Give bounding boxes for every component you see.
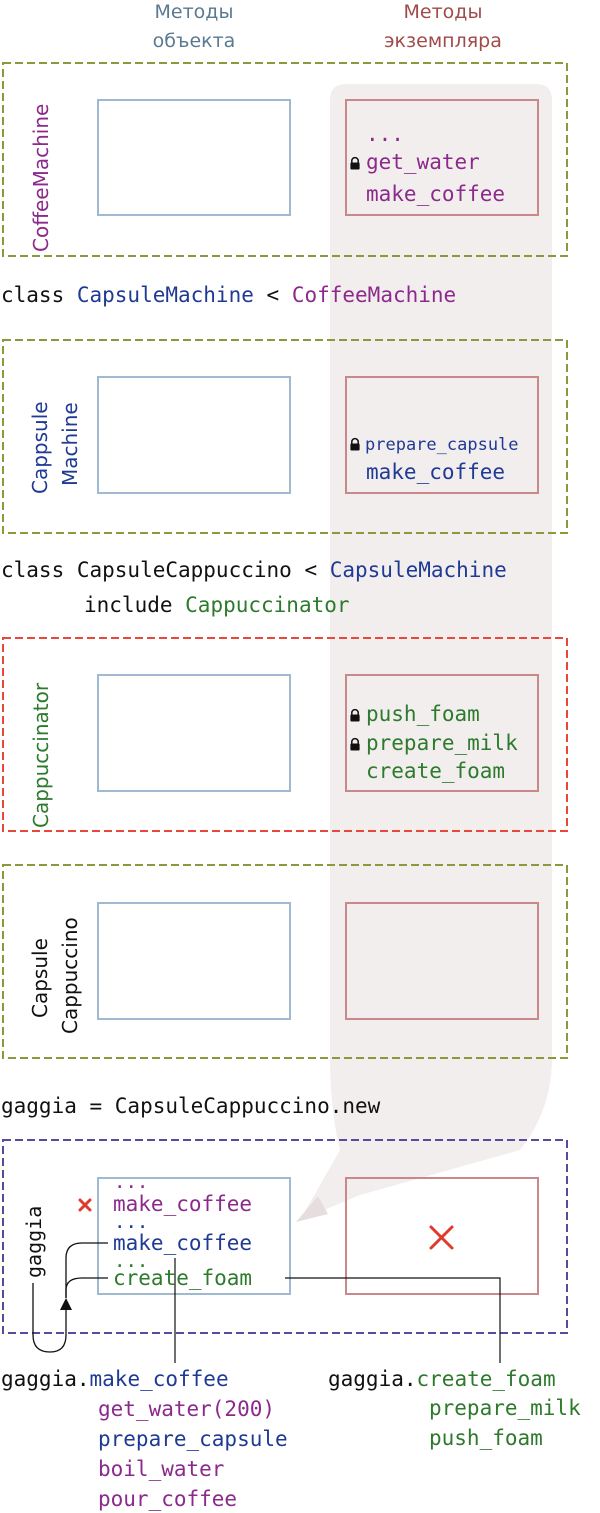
call-get-water: get_water(200): [98, 1397, 275, 1421]
decl-capsule-cappuccino: class CapsuleCappuccino < CapsuleMachine: [1, 558, 507, 582]
decl-capsule-machine: class CapsuleMachine < CoffeeMachine: [1, 283, 456, 307]
call-method: make_coffee: [90, 1367, 229, 1391]
call-prepare-capsule: prepare_capsule: [98, 1427, 288, 1451]
overridden-cross-icon: [78, 1198, 92, 1212]
capsule-machine-label-line2: Machine: [58, 402, 82, 486]
capsule-cappuccino-frame: [2, 864, 568, 1059]
gaggia-frame: [2, 1139, 568, 1334]
connector-create-foam: [65, 1277, 108, 1298]
method-make-coffee: make_coffee: [366, 182, 505, 206]
method-prepare-capsule: prepare_capsule: [365, 435, 519, 455]
connector-make-coffee: [65, 1242, 108, 1298]
header-instance-line1: Методы: [404, 1, 483, 23]
method-make-coffee: make_coffee: [366, 460, 505, 484]
call-make-coffee: gaggia.make_coffee: [1, 1367, 229, 1391]
capsule-cappuccino-object-methods-box: [97, 902, 291, 1020]
decl-class-name: CapsuleCappuccino: [77, 558, 292, 582]
decl-parent-name: CoffeeMachine: [292, 283, 456, 307]
coffee-machine-object-methods-box: [97, 99, 291, 216]
decl-keyword: class: [1, 558, 77, 582]
lookup-band-arrow-icon: [296, 1196, 328, 1222]
no-instance-methods-cross-icon: [429, 1225, 454, 1250]
decl-operator: <: [292, 558, 330, 582]
gaggia-ellipsis-purple: ...: [114, 1171, 148, 1193]
method-push-foam: push_foam: [366, 702, 480, 726]
capsule-cappuccino-label-line2: Cappuccino: [58, 917, 82, 1034]
capsule-machine-frame: [2, 339, 568, 534]
decl-keyword: class: [1, 283, 77, 307]
call-push-foam: push_foam: [429, 1426, 543, 1450]
capsule-cappuccino-label-line1: Capsule: [28, 938, 52, 1018]
header-object-line1: Методы: [155, 1, 234, 23]
arrow-icon: [60, 1298, 72, 1310]
call-method: create_foam: [417, 1367, 556, 1391]
method-create-foam: create_foam: [366, 759, 505, 783]
call-boil-water: boil_water: [98, 1457, 224, 1481]
decl-include: include Cappuccinator: [84, 593, 350, 617]
gaggia-instance-methods-box: [345, 1177, 539, 1295]
gaggia-create-foam: create_foam: [113, 1266, 252, 1290]
call-receiver: gaggia.: [1, 1367, 90, 1391]
cappuccinator-object-methods-box: [97, 674, 291, 792]
gaggia-make-coffee-overridden: make_coffee: [113, 1192, 252, 1216]
coffee-machine-label: CoffeeMachine: [29, 104, 53, 252]
include-keyword: include: [84, 593, 185, 617]
call-prepare-milk: prepare_milk: [429, 1396, 581, 1420]
leader-create-foam: [285, 1277, 501, 1363]
lookup-band: [300, 84, 552, 1220]
gaggia-ellipsis-green: ...: [114, 1250, 148, 1272]
method-get-water: get_water: [366, 150, 480, 174]
header-object-line2: объекта: [153, 30, 236, 52]
capsule-cappuccino-instance-methods-box: [345, 902, 539, 1020]
capsule-machine-instance-methods-box: [345, 376, 539, 494]
gaggia-make-coffee: make_coffee: [113, 1231, 252, 1255]
decl-parent-name: CapsuleMachine: [330, 558, 507, 582]
call-pour-coffee: pour_coffee: [98, 1487, 237, 1511]
call-receiver: gaggia.: [328, 1367, 417, 1391]
decl-class-name: CapsuleMachine: [77, 283, 254, 307]
method-prepare-milk: prepare_milk: [366, 731, 518, 755]
cappuccinator-instance-methods-box: [345, 674, 539, 792]
gaggia-ellipsis-blue: ...: [114, 1211, 148, 1233]
gaggia-label: gaggia: [22, 1206, 46, 1278]
coffee-machine-instance-methods-box: [345, 99, 539, 216]
header-instance-line2: экземпляра: [384, 30, 502, 52]
gaggia-object-methods-box: [97, 1177, 291, 1295]
call-create-foam: gaggia.create_foam: [328, 1367, 556, 1391]
coffee-machine-frame: [2, 62, 568, 257]
decl-operator: <: [254, 283, 292, 307]
cappuccinator-frame: [2, 637, 568, 832]
instantiation-code: gaggia = CapsuleCappuccino.new: [1, 1094, 381, 1118]
capsule-machine-object-methods-box: [97, 376, 291, 494]
cappuccinator-label: Cappuccinator: [29, 682, 53, 828]
include-module-name: Cappuccinator: [185, 593, 349, 617]
coffee-machine-ellipsis: ...: [366, 122, 404, 146]
gaggia-lookup-connector: [32, 1283, 67, 1353]
capsule-machine-label-line1: Cappsule: [28, 401, 52, 494]
